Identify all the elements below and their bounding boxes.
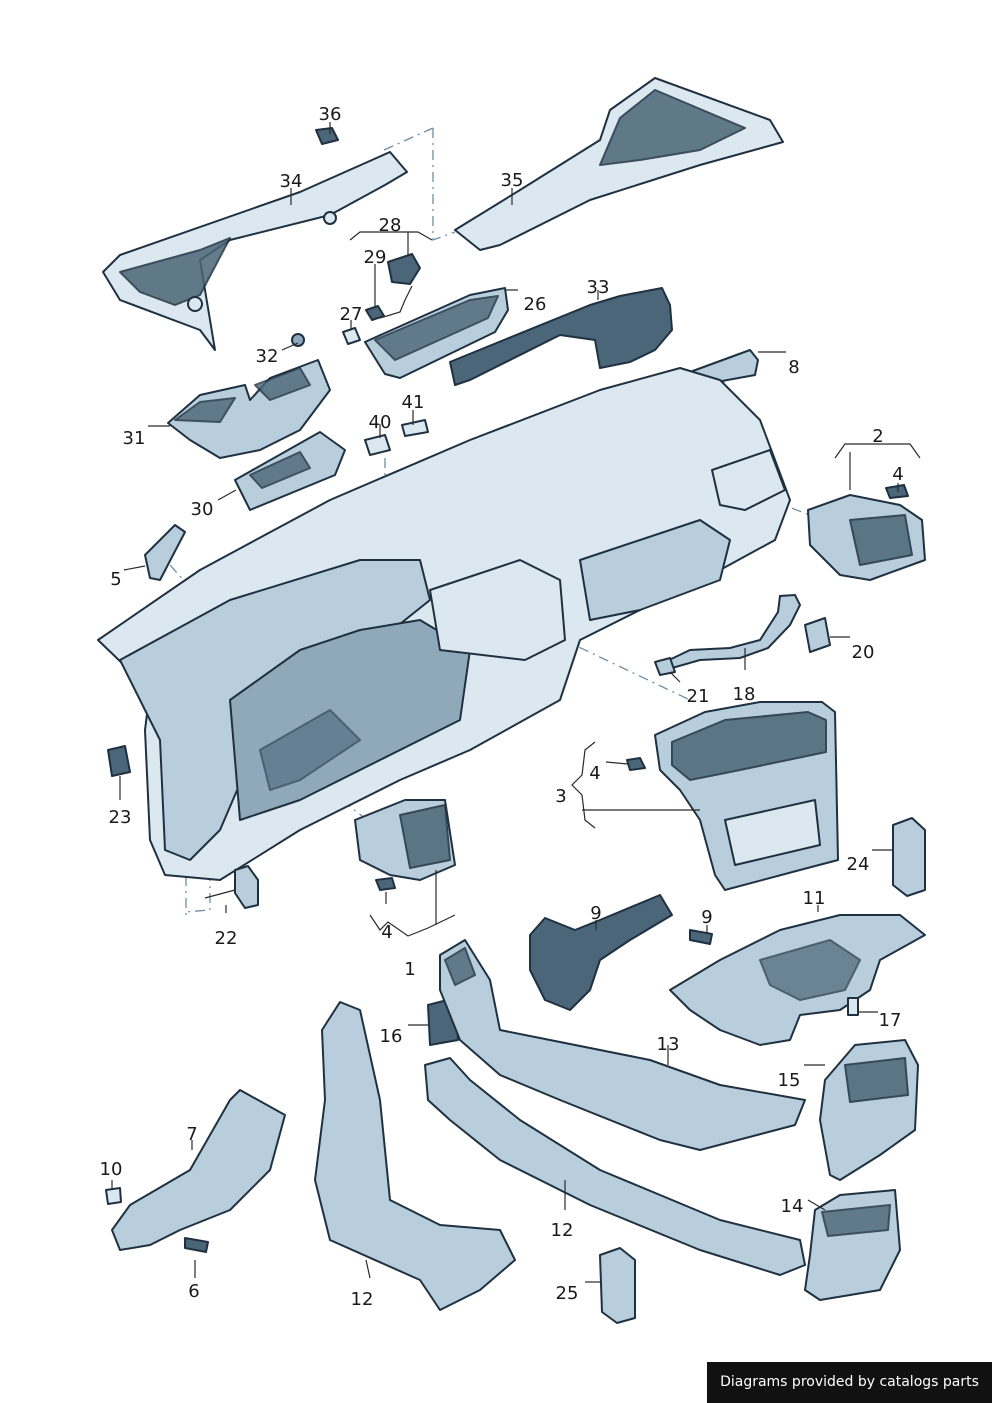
callout-21: 20 [852, 642, 875, 663]
duct-7 [111, 1089, 286, 1251]
callout-11: 11 [803, 888, 826, 909]
callout-40: 40 [369, 412, 392, 433]
duct-14 [424, 1057, 806, 1276]
callout-18: 17 [879, 1010, 902, 1031]
clips-40-41 [364, 419, 429, 456]
vent-assembly-2 [807, 484, 926, 581]
callout-27: 27 [340, 304, 363, 325]
callout-15: 14 [781, 1196, 804, 1217]
callout-23: 22 [215, 928, 238, 949]
callout-32: 32 [256, 346, 279, 367]
callout-31: 31 [123, 428, 146, 449]
hose-20 [654, 593, 831, 676]
center-trim-3 [626, 701, 839, 891]
callout-26: 26 [524, 294, 547, 315]
footer-credit: Diagrams provided by catalogs parts [707, 1362, 992, 1403]
callout-6: 8 [788, 357, 799, 378]
callout-9a: 9 [701, 907, 712, 928]
callout-33: 33 [587, 277, 610, 298]
cowl-panel-left [102, 151, 408, 351]
callout-3: 3 [555, 786, 566, 807]
callout-16: 15 [778, 1070, 801, 1091]
callout-22: 21 [687, 686, 710, 707]
callout-1: 1 [404, 959, 415, 980]
rear-duct-15 [804, 1189, 901, 1301]
panel-11 [669, 914, 926, 1046]
callout-7: 7 [186, 1124, 197, 1145]
leader-lines [111, 122, 921, 1283]
cupholder-30 [234, 431, 346, 511]
vent-25-right [892, 817, 926, 897]
dashboard-carrier [97, 367, 791, 881]
callout-9b: 6 [188, 1281, 199, 1302]
tray-31 [167, 333, 331, 459]
callout-4a: 4 [892, 464, 903, 485]
callout-36: 36 [319, 104, 342, 125]
callout-20: 18 [733, 684, 756, 705]
callout-35: 35 [501, 170, 524, 191]
callout-4c: 4 [381, 922, 392, 943]
callout-25b: 25 [556, 1283, 579, 1304]
callout-labels: 36 34 35 28 29 27 26 33 32 8 31 40 41 30… [100, 104, 904, 1310]
callout-25a: 24 [847, 854, 870, 875]
callout-14: 12 [551, 1220, 574, 1241]
callout-2: 2 [872, 426, 883, 447]
callout-30: 30 [191, 499, 214, 520]
cowl-panel-right [454, 77, 784, 251]
vent-25-bottom [599, 1247, 636, 1324]
vent-5 [144, 524, 186, 581]
bracket-8 [529, 894, 673, 1011]
rear-vent-16 [819, 1039, 919, 1181]
switch-29 [342, 253, 421, 345]
clip-36 [315, 127, 339, 145]
callout-34: 34 [280, 171, 303, 192]
vent-1 [354, 799, 456, 891]
callout-12: 12 [351, 1289, 374, 1310]
sensor-23 [204, 865, 259, 909]
bracket-33 [449, 287, 673, 386]
callout-13: 13 [657, 1034, 680, 1055]
callout-10: 10 [100, 1159, 123, 1180]
callout-8: 9 [590, 903, 601, 924]
duct-12 [314, 1001, 516, 1311]
callout-24: 23 [109, 807, 132, 828]
duct-13 [439, 939, 806, 1151]
callout-29: 29 [364, 247, 387, 268]
callout-5: 5 [110, 569, 121, 590]
callout-17: 16 [380, 1026, 403, 1047]
callout-28: 28 [379, 215, 402, 236]
callout-4b: 4 [589, 763, 600, 784]
defroster-vent [364, 287, 509, 379]
callout-41: 41 [402, 392, 425, 413]
clip-24 [107, 745, 131, 777]
